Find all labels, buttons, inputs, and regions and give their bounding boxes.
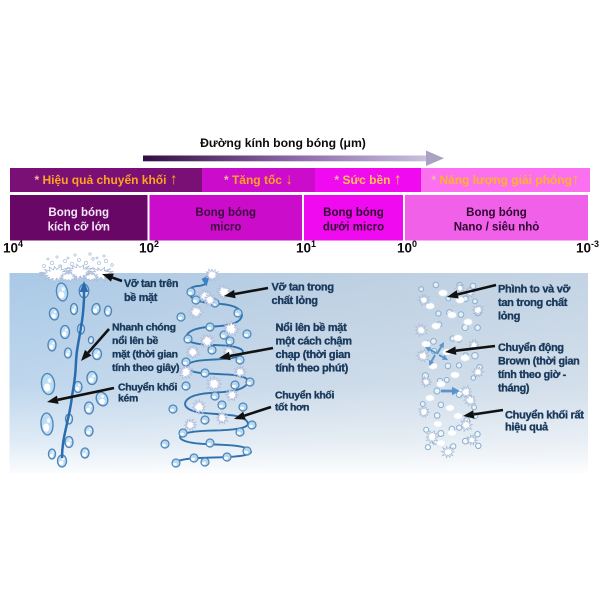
svg-text:Nano / siêu nhỏ: Nano / siêu nhỏ [454, 222, 540, 234]
svg-text:Đường kính bong bóng (μm): Đường kính bong bóng (μm) [200, 136, 366, 150]
svg-text:kích cỡ lớn: kích cỡ lớn [48, 222, 110, 234]
svg-text:Bong bóng: Bong bóng [323, 207, 384, 219]
svg-text:* Sức bền ↑: * Sức bền ↑ [334, 171, 401, 188]
svg-text:* Tăng tốc ↓: * Tăng tốc ↓ [224, 171, 293, 188]
svg-text:Bong bóng: Bong bóng [195, 207, 256, 219]
svg-text:dưới micro: dưới micro [323, 222, 384, 234]
svg-text:* Hiệu quả chuyển khối ↑: * Hiệu quả chuyển khối ↑ [34, 171, 177, 188]
svg-text:* Năng lượng giải phóng↑: * Năng lượng giải phóng↑ [431, 171, 579, 188]
svg-text:Bong bóng: Bong bóng [48, 207, 109, 219]
svg-text:micro: micro [210, 222, 241, 234]
svg-text:Bong bóng: Bong bóng [466, 207, 527, 219]
